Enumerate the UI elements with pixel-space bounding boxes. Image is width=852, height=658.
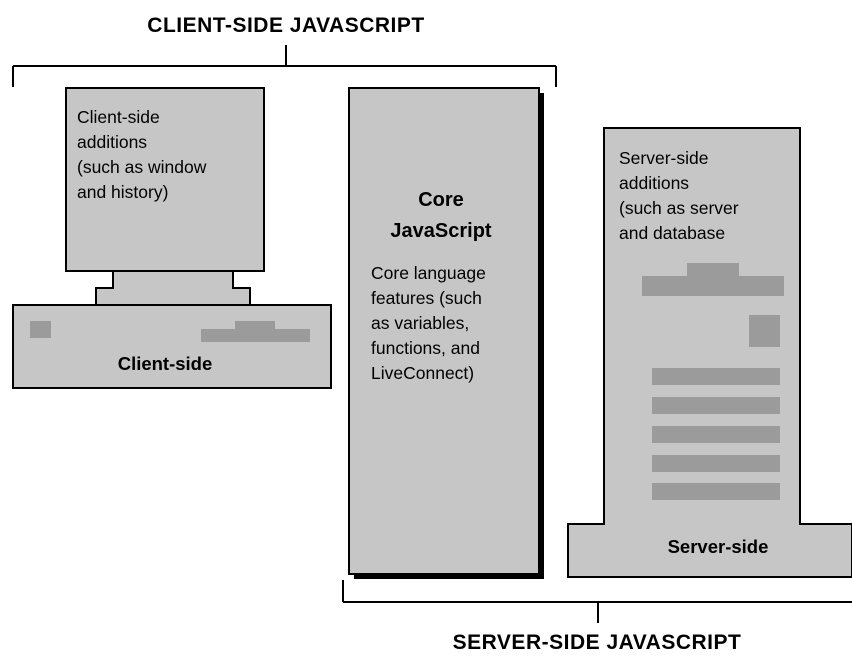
server-additions-line: additions (619, 173, 689, 193)
client-additions-line: additions (77, 132, 147, 152)
core-javascript-block: Core JavaScript Core language features (… (348, 87, 544, 579)
server-additions-line: Server-side (619, 148, 708, 168)
server-additions-line: (such as server (619, 198, 739, 218)
core-features-line: functions, and (371, 338, 480, 358)
client-additions-line: Client-side (77, 107, 160, 127)
client-monitor-screen (65, 87, 265, 272)
client-base-block-slot (201, 329, 310, 342)
server-slot (652, 397, 780, 414)
core-features-line: features (such (371, 288, 482, 308)
client-base-block-left (30, 321, 51, 338)
server-additions-line: and database (619, 223, 725, 243)
server-side-javascript-heading: SERVER-SIDE JAVASCRIPT (453, 631, 742, 654)
client-additions-line: and history) (77, 182, 168, 202)
client-base-block-raised (235, 321, 275, 330)
server-slot (652, 368, 780, 385)
server-base (567, 523, 852, 578)
server-side-label: Server-side (668, 536, 769, 557)
server-block-wide (642, 276, 784, 296)
server-block-raised (687, 263, 739, 276)
server-additions-text: Server-side additions (such as server an… (619, 148, 739, 243)
server-slot (652, 483, 780, 500)
monitor-stand (95, 270, 251, 306)
client-side-computer: Client-side additions (such as window an… (12, 87, 332, 389)
client-computer-base (12, 304, 332, 389)
core-features-text: Core language features (such as variable… (371, 263, 486, 383)
server-block-square (749, 315, 780, 347)
server-side-bracket (342, 580, 852, 623)
core-column (348, 87, 540, 575)
client-side-label: Client-side (118, 353, 213, 374)
server-tower-base-seam (605, 522, 799, 526)
core-title-line: Core (418, 189, 464, 211)
client-side-bracket (12, 45, 557, 87)
core-title-line: JavaScript (390, 220, 492, 242)
core-features-line: LiveConnect) (371, 363, 474, 383)
client-side-javascript-heading: CLIENT-SIDE JAVASCRIPT (147, 14, 424, 37)
client-additions-text: Client-side additions (such as window an… (77, 107, 207, 202)
client-additions-line: (such as window (77, 157, 207, 177)
server-slot (652, 455, 780, 472)
server-side-computer: Server-side additions (such as server an… (567, 127, 852, 578)
core-features-line: as variables, (371, 313, 469, 333)
server-slot (652, 426, 780, 443)
core-features-line: Core language (371, 263, 486, 283)
